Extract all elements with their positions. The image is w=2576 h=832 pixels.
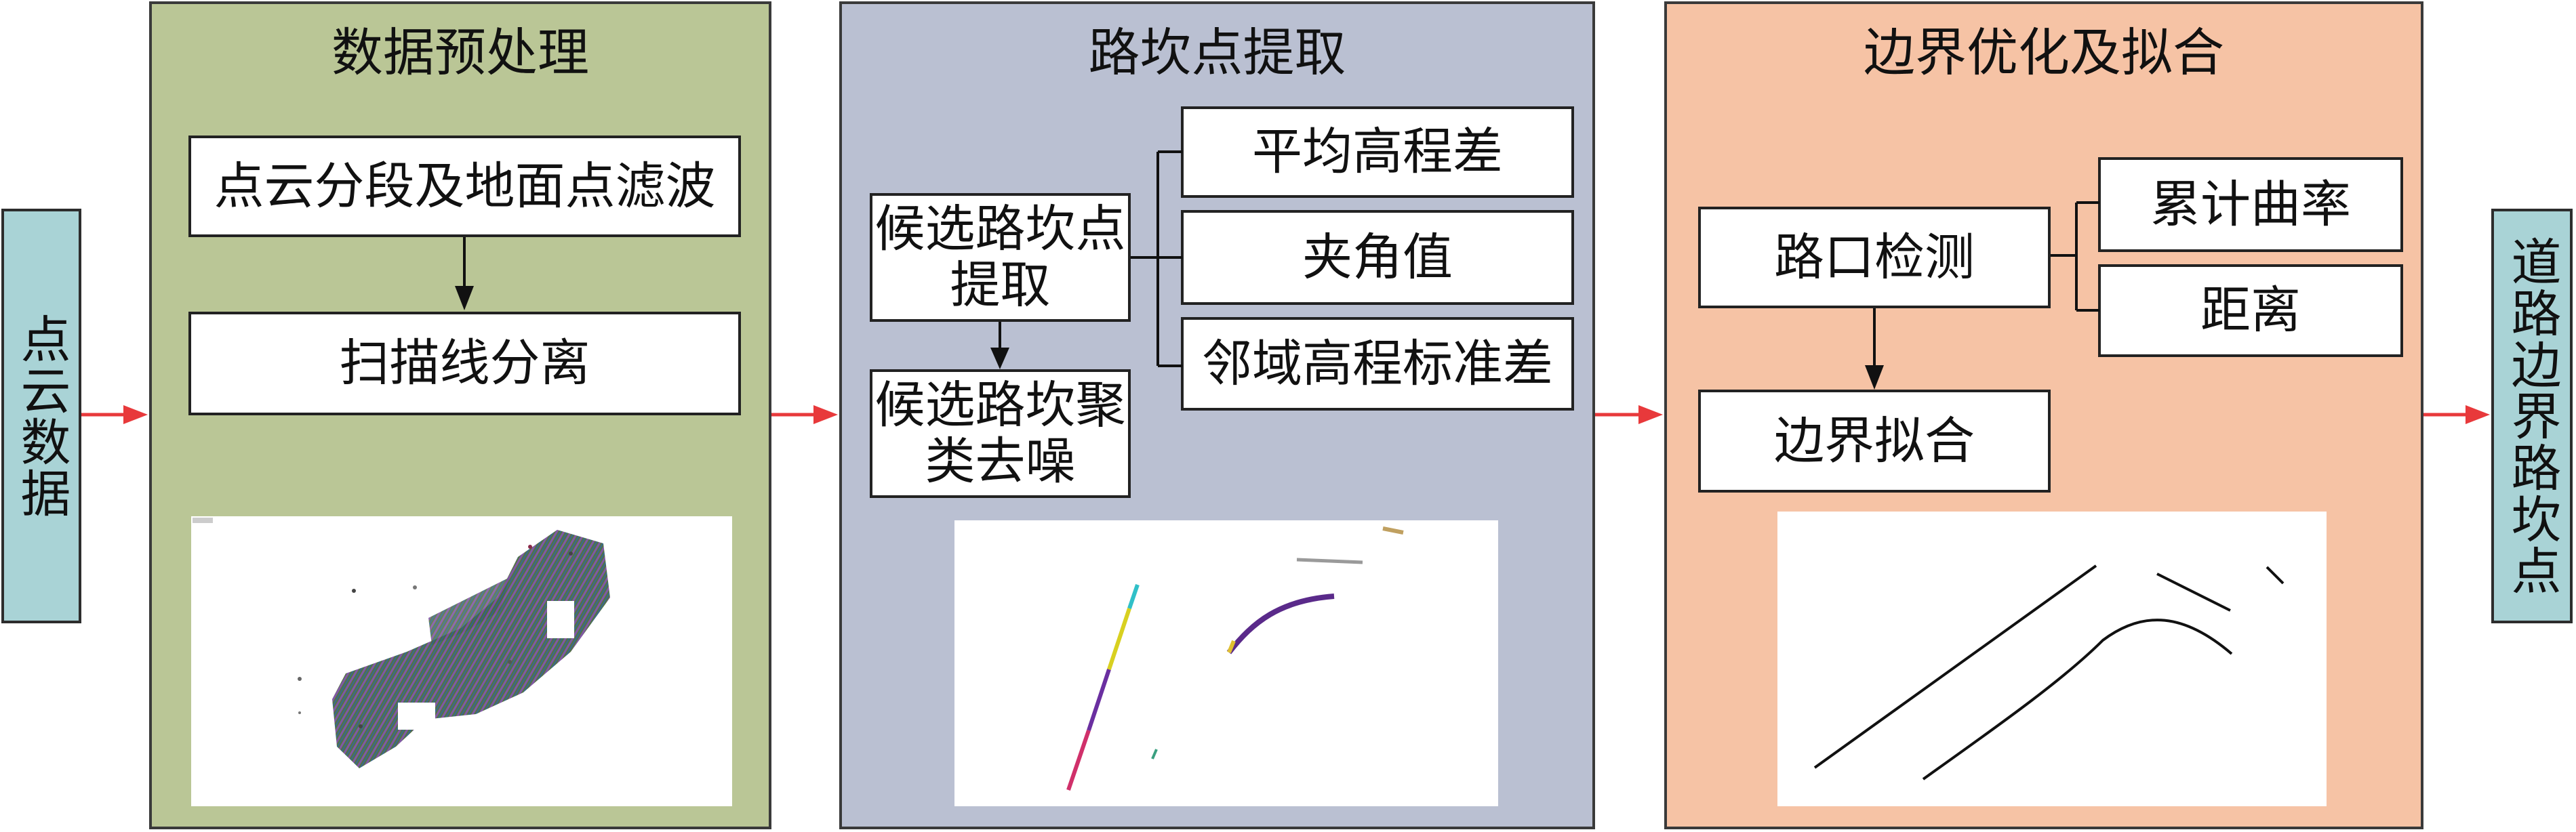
feature-cumulative-curvature: 累计曲率 [2098, 157, 2403, 252]
curb-candidates-graphic [1066, 526, 1404, 791]
fitted-boundary-image [1777, 512, 2327, 806]
curb-candidates-image [954, 520, 1498, 806]
preprocessing-pointcloud-image [191, 516, 732, 806]
stage-curb-extraction-title: 路坎点提取 [1088, 22, 1346, 83]
stage-boundary-fitting-title: 边界优化及拟合 [1864, 22, 2224, 83]
stage-preprocessing-title: 数据预处理 [331, 22, 589, 83]
box-scanline-separation: 扫描线分离 [188, 312, 741, 415]
input-label: 点云数据 [12, 313, 71, 519]
feature-mean-elevation-diff: 平均高程差 [1181, 106, 1574, 198]
box-intersection-detection: 路口检测 [1698, 207, 2051, 308]
box-segment-ground-filter: 点云分段及地面点滤波 [188, 136, 741, 237]
flow-arrow-stage1-to-stage2 [771, 405, 838, 424]
feature-neighborhood-elevation-std: 邻域高程标准差 [1181, 317, 1574, 411]
arrow-filter-to-scanline [455, 237, 474, 310]
box-boundary-fitting: 边界拟合 [1698, 390, 2051, 493]
feature-bracket-stage3 [2051, 201, 2099, 312]
fitted-boundary-graphic [1813, 564, 2285, 781]
feature-angle-value: 夹角值 [1181, 210, 1574, 305]
arrow-candidate-to-cluster [990, 322, 1009, 369]
input-point-cloud-box: 点云数据 [1, 209, 81, 623]
box-candidate-curb-extraction: 候选路坎点提取 [870, 193, 1131, 322]
feature-distance: 距离 [2098, 264, 2403, 357]
arrow-detection-to-fitting [1865, 308, 1884, 390]
output-curb-points-box: 道路边界路坎点 [2491, 209, 2573, 623]
flow-arrow-input-to-stage1 [81, 405, 148, 424]
box-candidate-cluster-denoise: 候选路坎聚类去噪 [870, 369, 1131, 498]
pointcloud-scan-graphic [193, 518, 610, 768]
output-label: 道路边界路坎点 [2503, 236, 2561, 596]
feature-bracket-stage2 [1131, 150, 1182, 367]
flow-arrow-stage2-to-stage3 [1595, 405, 1663, 424]
flow-arrow-stage3-to-output [2423, 405, 2490, 424]
